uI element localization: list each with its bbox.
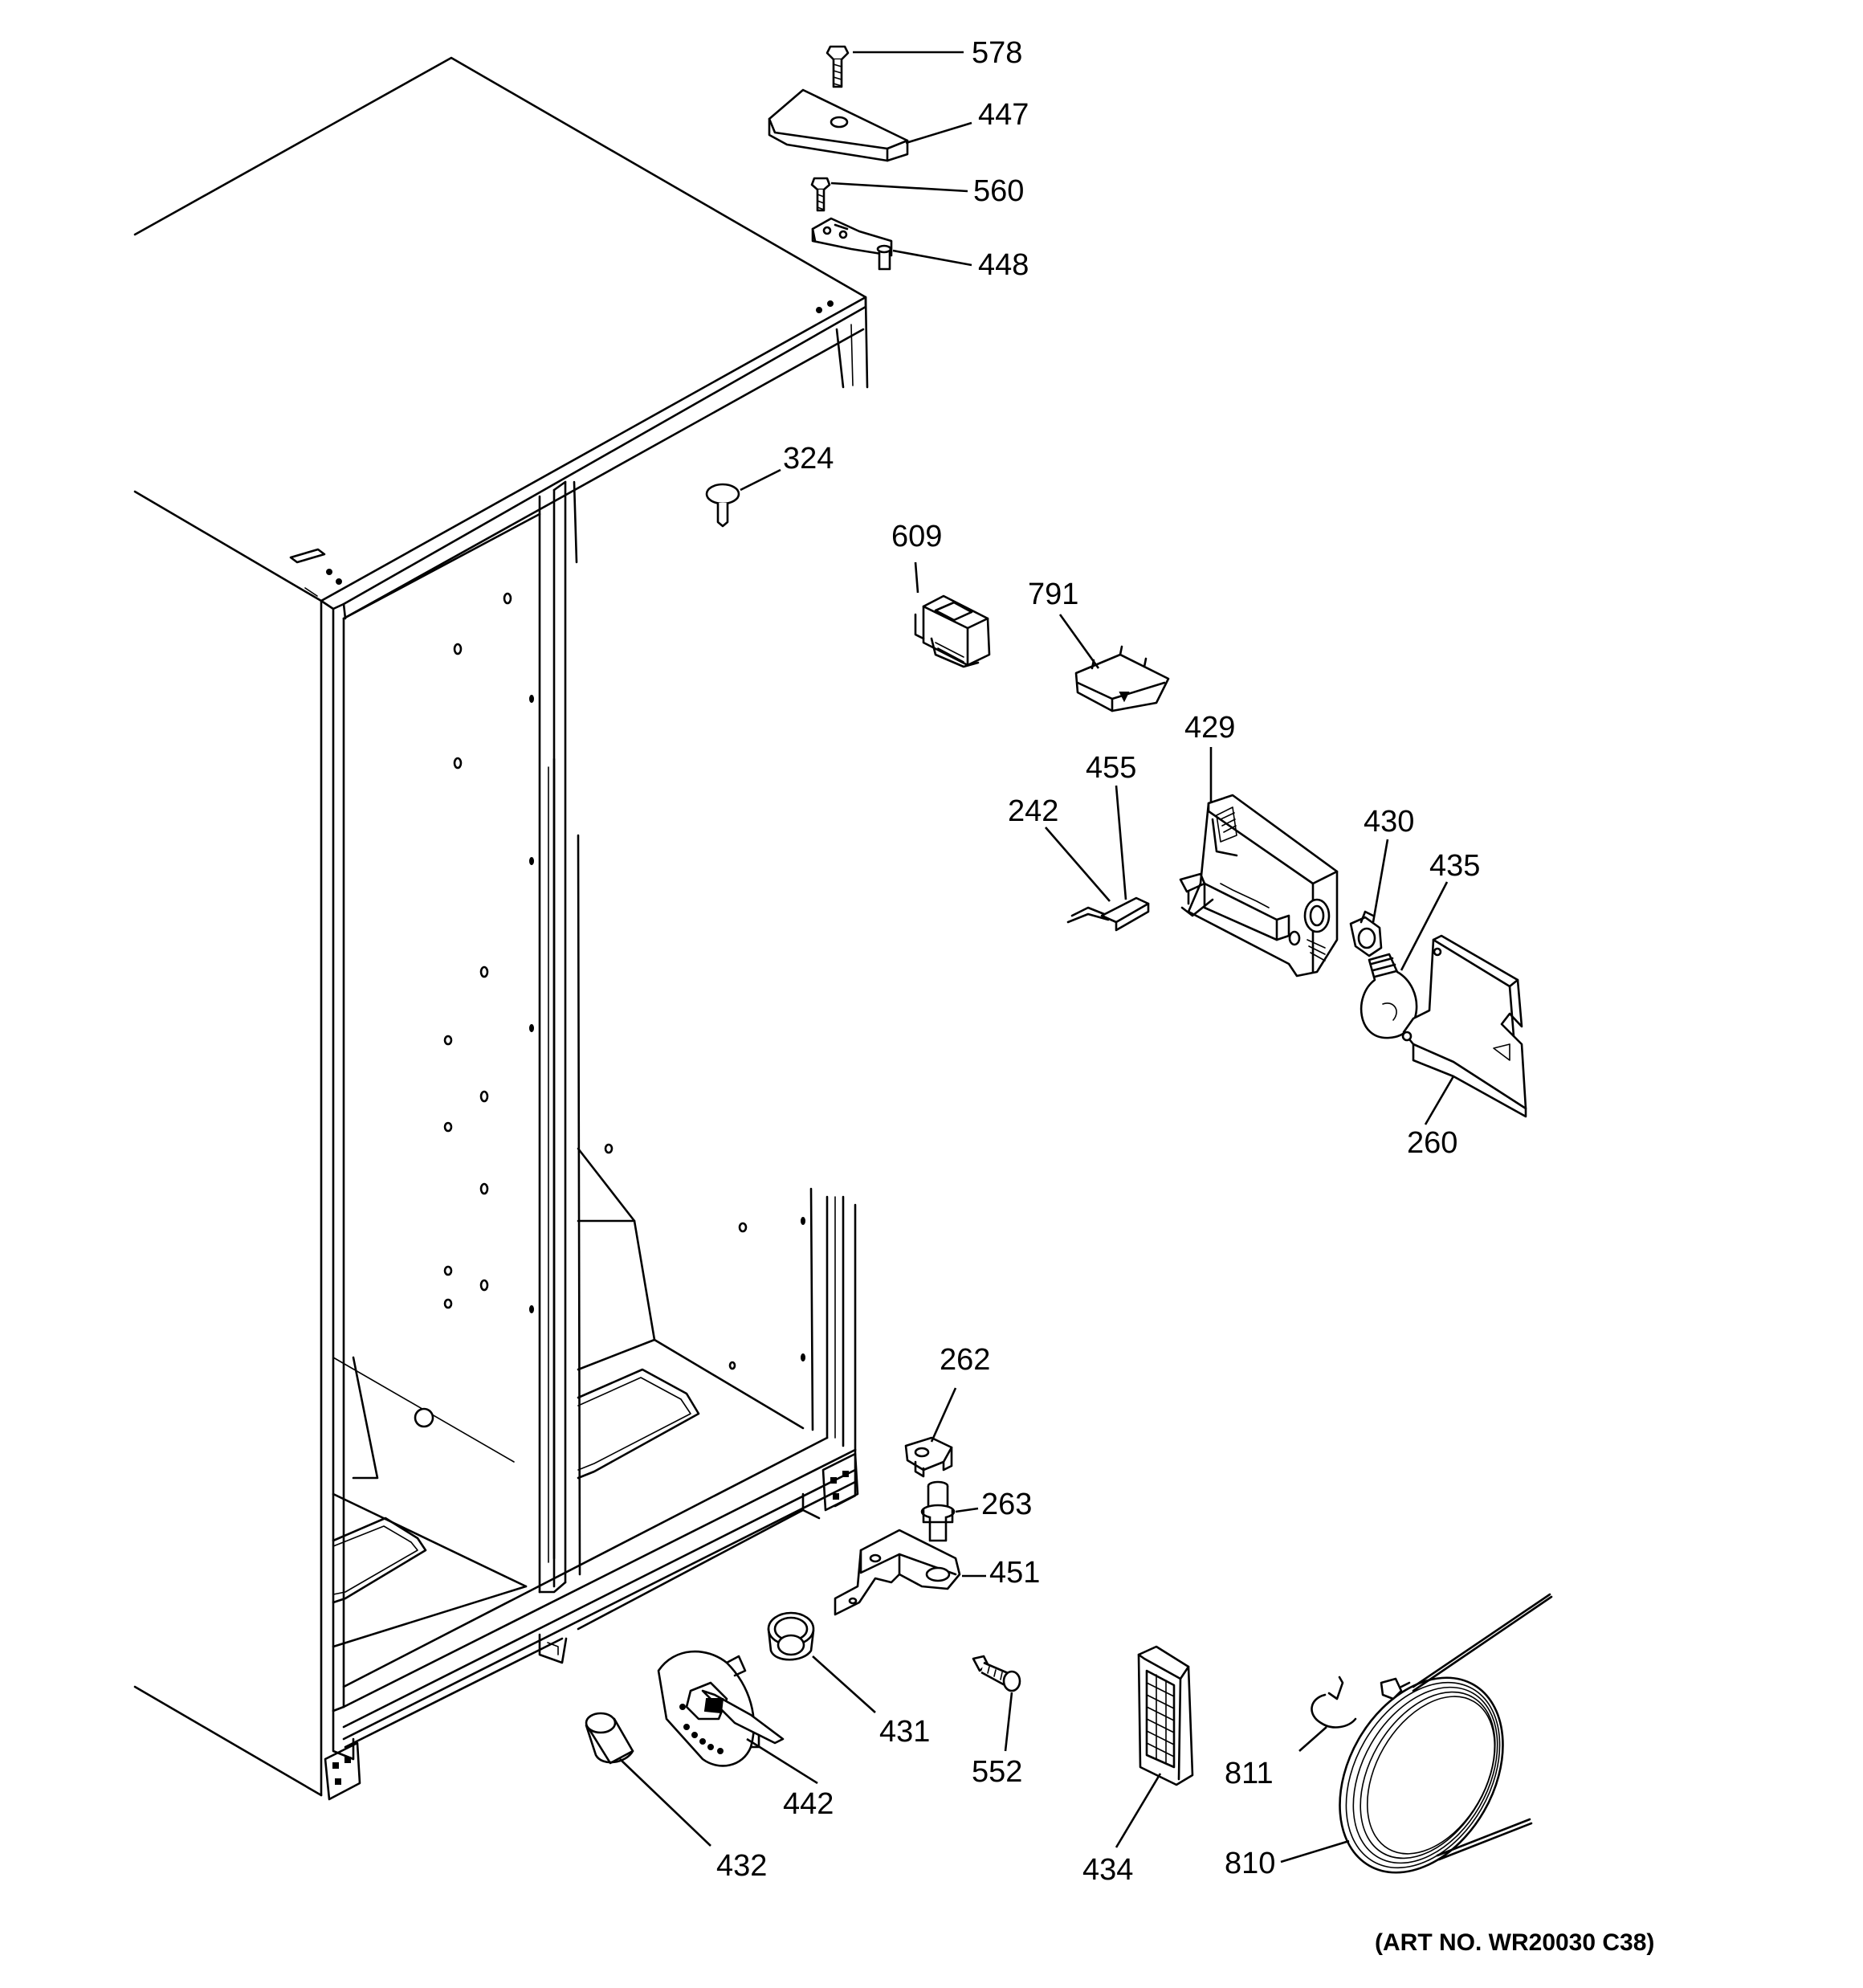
label-552: 552	[972, 1755, 1022, 1789]
part-431-bushing[interactable]	[767, 1611, 815, 1661]
label-810: 810	[1225, 1847, 1275, 1880]
part-791-cover[interactable]	[1074, 645, 1170, 712]
label-442: 442	[783, 1787, 834, 1821]
part-242-wire[interactable]	[1066, 906, 1110, 924]
label-811: 811	[1225, 1757, 1274, 1790]
label-262: 262	[940, 1343, 990, 1377]
part-451-bracket[interactable]	[834, 1529, 961, 1616]
art-number: (ART NO. WR20030 C38)	[1375, 1929, 1654, 1956]
label-455: 455	[1086, 751, 1136, 785]
part-811-clip[interactable]	[1311, 1676, 1357, 1729]
leader-lines	[619, 51, 1455, 1863]
part-432-cylinder[interactable]	[585, 1712, 634, 1765]
label-431: 431	[879, 1715, 930, 1749]
label-578: 578	[972, 36, 1022, 70]
label-434: 434	[1082, 1853, 1133, 1887]
label-263: 263	[981, 1488, 1032, 1521]
part-560-screw[interactable]	[810, 177, 831, 212]
label-791: 791	[1028, 578, 1078, 611]
label-432: 432	[716, 1849, 767, 1883]
label-435: 435	[1429, 849, 1480, 883]
part-262-washer[interactable]	[904, 1436, 953, 1478]
part-447-hinge-cover[interactable]	[768, 88, 909, 162]
label-430: 430	[1364, 805, 1414, 839]
part-324-plug[interactable]	[705, 483, 740, 528]
part-434-grille[interactable]	[1137, 1645, 1194, 1786]
part-609-relay[interactable]	[914, 594, 991, 668]
label-447: 447	[978, 98, 1029, 132]
part-labels: 578 447 560 448 324 609 791 429 455 242 …	[716, 36, 1480, 1887]
part-552-screw[interactable]	[972, 1655, 1021, 1692]
label-260: 260	[1407, 1126, 1457, 1160]
part-430-socket[interactable]	[1349, 910, 1383, 957]
label-609: 609	[891, 520, 942, 553]
part-455-thermistor[interactable]	[1100, 896, 1150, 932]
part-260-light-shield[interactable]	[1401, 934, 1527, 1118]
label-242: 242	[1008, 794, 1058, 828]
part-435-bulb[interactable]	[1360, 953, 1418, 1039]
part-429-housing[interactable]	[1179, 794, 1339, 978]
part-810-tubing[interactable]	[1307, 1593, 1553, 1902]
refrigerator-cabinet	[133, 56, 869, 1801]
label-448: 448	[978, 248, 1029, 282]
part-448-hinge[interactable]	[811, 217, 893, 271]
cabinet-holes	[414, 592, 805, 1428]
label-451: 451	[989, 1556, 1040, 1590]
part-442-cam[interactable]	[657, 1650, 785, 1767]
part-578-screw[interactable]	[826, 45, 850, 88]
label-429: 429	[1184, 711, 1235, 745]
label-560: 560	[973, 174, 1024, 208]
part-263-pin[interactable]	[920, 1480, 956, 1542]
label-324: 324	[783, 442, 834, 476]
